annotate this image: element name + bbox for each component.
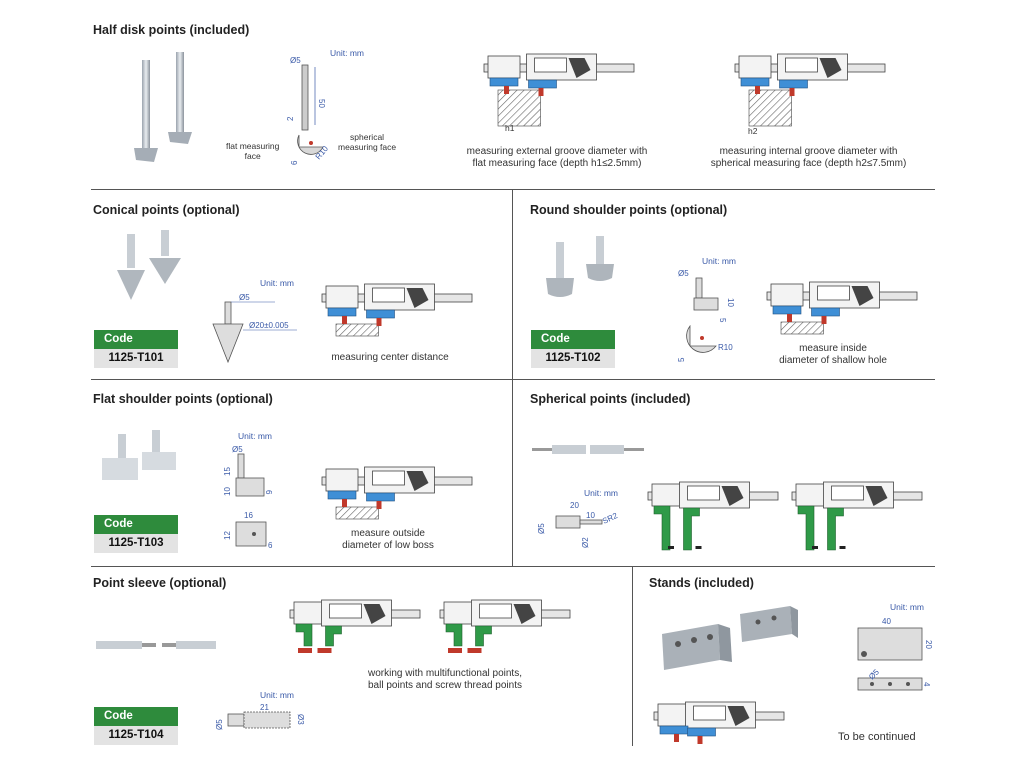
round-shoulder-product-image — [546, 236, 614, 297]
caliper-round-shoulder — [766, 281, 918, 335]
code-label: Code — [94, 330, 178, 349]
svg-text:R10: R10 — [718, 343, 733, 352]
sleeve-product-image — [96, 641, 216, 649]
svg-text:10: 10 — [586, 511, 595, 520]
caliper-internal-groove — [734, 53, 886, 127]
svg-text:R10: R10 — [314, 144, 331, 161]
caliper-flat-shoulder — [321, 466, 473, 520]
spherical-dimension-drawing: 20 10 SR2 Ø5 Ø2 — [537, 501, 619, 548]
svg-text:4: 4 — [922, 682, 931, 687]
caption-point-sleeve: working with multifunctional points,ball… — [368, 668, 522, 691]
code-value: 1125-T102 — [531, 349, 615, 368]
conical-product-image — [117, 230, 181, 300]
svg-text:10: 10 — [726, 298, 735, 307]
svg-text:Ø5: Ø5 — [232, 445, 243, 454]
svg-text:Ø5: Ø5 — [290, 56, 301, 65]
svg-text:6: 6 — [268, 541, 273, 550]
caption-conical: measuring center distance — [331, 352, 449, 363]
round-shoulder-unit: Unit: mm — [702, 256, 736, 266]
stands-unit: Unit: mm — [890, 602, 924, 612]
svg-text:5: 5 — [677, 357, 686, 362]
code-box-conical: Code 1125-T101 — [94, 330, 178, 368]
flat-shoulder-unit: Unit: mm — [238, 431, 272, 441]
svg-text:Ø2: Ø2 — [581, 537, 590, 548]
svg-text:21: 21 — [260, 703, 269, 712]
caliper-spherical-2 — [791, 481, 923, 551]
section-title-point-sleeve: Point sleeve (optional) — [93, 576, 227, 590]
half-disk-product-image — [134, 52, 192, 162]
svg-text:Ø5: Ø5 — [537, 523, 546, 534]
divider-v1 — [512, 189, 513, 567]
caliper-spherical-1 — [647, 481, 779, 551]
caliper-sleeve-1 — [289, 599, 421, 653]
stands-product-image — [662, 606, 798, 670]
code-value: 1125-T101 — [94, 349, 178, 368]
label-h2: h2 — [748, 126, 758, 136]
svg-text:10: 10 — [223, 487, 232, 496]
section-title-conical: Conical points (optional) — [93, 203, 240, 217]
section-title-round-shoulder: Round shoulder points (optional) — [530, 203, 728, 217]
svg-text:Ø5: Ø5 — [215, 719, 224, 730]
section-title-stands: Stands (included) — [649, 576, 754, 590]
stands-dimension-drawing: 40 20 Ø5 4 — [857, 617, 933, 691]
section-title-spherical: Spherical points (included) — [530, 392, 691, 406]
svg-text:SR2: SR2 — [601, 511, 619, 526]
svg-text:20: 20 — [924, 640, 933, 649]
code-label: Code — [531, 330, 615, 349]
sleeve-unit: Unit: mm — [260, 690, 294, 700]
svg-text:6: 6 — [290, 160, 299, 165]
svg-text:Ø5: Ø5 — [678, 269, 689, 278]
caliper-conical — [321, 283, 473, 337]
spherical-unit: Unit: mm — [584, 488, 618, 498]
section-title-half-disk: Half disk points (included) — [93, 23, 250, 37]
code-value: 1125-T103 — [94, 534, 178, 553]
half-disk-unit: Unit: mm — [330, 48, 364, 58]
divider-v2 — [632, 566, 633, 746]
divider-1 — [91, 189, 935, 190]
svg-text:2: 2 — [286, 116, 295, 121]
svg-text:Ø3: Ø3 — [296, 714, 305, 725]
code-value: 1125-T104 — [94, 726, 178, 745]
flat-shoulder-product-image — [102, 430, 176, 480]
divider-2 — [91, 379, 935, 380]
divider-3 — [91, 566, 935, 567]
caliper-sleeve-2 — [439, 599, 571, 653]
svg-text:12: 12 — [223, 531, 232, 540]
to-be-continued: To be continued — [838, 731, 916, 743]
caliper-external-groove — [483, 53, 635, 127]
spherical-product-image — [532, 445, 644, 454]
code-box-round-shoulder: Code 1125-T102 — [531, 330, 615, 368]
svg-text:Ø20±0.005: Ø20±0.005 — [249, 321, 289, 330]
section-title-flat-shoulder: Flat shoulder points (optional) — [93, 392, 273, 406]
round-shoulder-dimension-drawing: Ø5 10 5 R10 5 — [677, 269, 735, 362]
code-label: Code — [94, 515, 178, 534]
conical-unit: Unit: mm — [260, 278, 294, 288]
svg-text:5: 5 — [718, 318, 727, 323]
svg-text:40: 40 — [882, 617, 891, 626]
svg-text:50: 50 — [317, 99, 326, 108]
svg-text:20: 20 — [570, 501, 579, 510]
sleeve-dimension-drawing: 21 Ø5 Ø3 — [215, 703, 305, 730]
svg-text:15: 15 — [223, 467, 232, 476]
svg-text:6: 6 — [264, 490, 273, 495]
flat-shoulder-dimension-drawing: Ø5 15 10 6 16 12 6 — [223, 445, 273, 550]
svg-text:16: 16 — [244, 511, 253, 520]
code-label: Code — [94, 707, 178, 726]
half-disk-dimension-drawing: Ø5 50 2 6 R10 — [286, 56, 331, 165]
code-box-point-sleeve: Code 1125-T104 — [94, 707, 178, 745]
conical-dimension-drawing: Ø5 Ø20±0.005 — [212, 293, 297, 364]
code-box-flat-shoulder: Code 1125-T103 — [94, 515, 178, 553]
label-h1: h1 — [505, 123, 515, 133]
svg-text:Ø5: Ø5 — [239, 293, 250, 302]
caliper-stands — [653, 701, 785, 744]
